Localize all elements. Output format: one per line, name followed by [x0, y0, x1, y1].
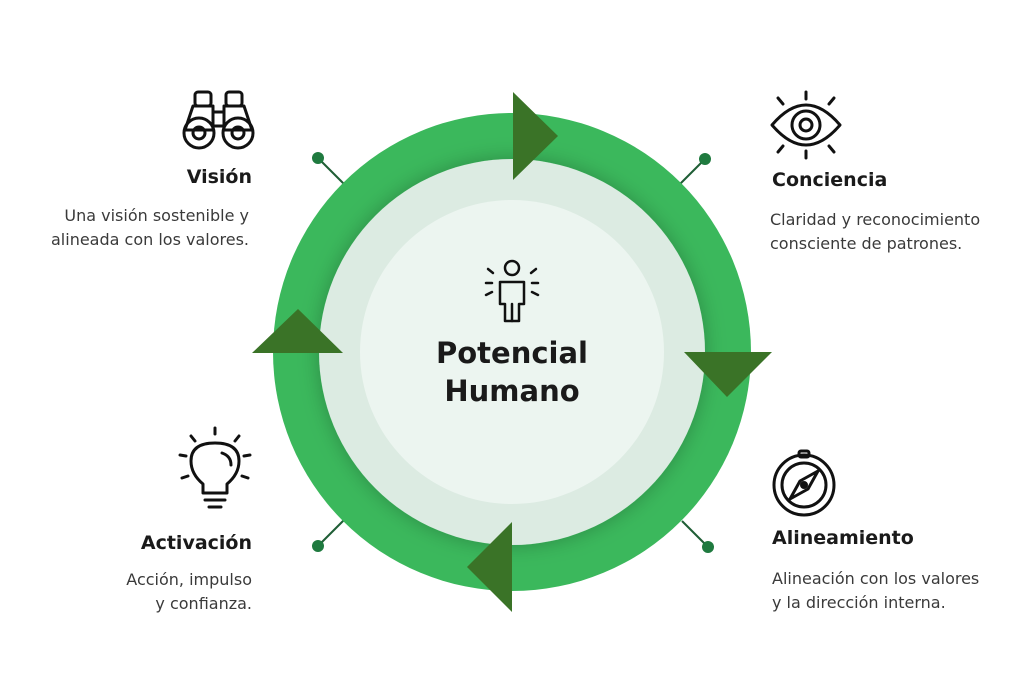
binoculars-icon: [182, 90, 255, 150]
connector-activacion: [312, 519, 345, 552]
stage-description-conciencia: Claridad y reconocimiento consciente de …: [770, 210, 981, 253]
stage-description-alineamiento: Alineación con los valores y la direcció…: [772, 569, 980, 612]
stage-title-vision: Visión: [186, 166, 252, 188]
center-disc: [360, 200, 664, 504]
connector-dot: [312, 152, 324, 164]
connector-dot: [699, 153, 711, 165]
connector-alineamiento: [681, 520, 714, 553]
cycle-arrow-left: [252, 309, 343, 353]
lightbulb-icon: [178, 426, 252, 509]
compass-icon: [772, 449, 836, 517]
center-title: Potencial Humano: [436, 336, 588, 408]
cycle-arrow-top: [513, 92, 558, 180]
cycle-arrow-right: [684, 352, 772, 397]
connector-dot: [312, 540, 324, 552]
eye-icon: [770, 90, 842, 160]
stage-description-activacion: Acción, impulso y confianza.: [126, 570, 252, 613]
connector-conciencia: [679, 153, 711, 185]
stage-title-conciencia: Conciencia: [772, 169, 888, 191]
stage-title-activacion: Activación: [140, 532, 252, 554]
connector-dot: [702, 541, 714, 553]
connector-vision: [312, 152, 346, 186]
person-radiating-icon: [484, 259, 540, 323]
cycle-arrow-bottom: [467, 522, 512, 612]
stage-title-alineamiento: Alineamiento: [772, 527, 914, 549]
stage-description-vision: Una visión sostenible y alineada con los…: [51, 206, 249, 249]
